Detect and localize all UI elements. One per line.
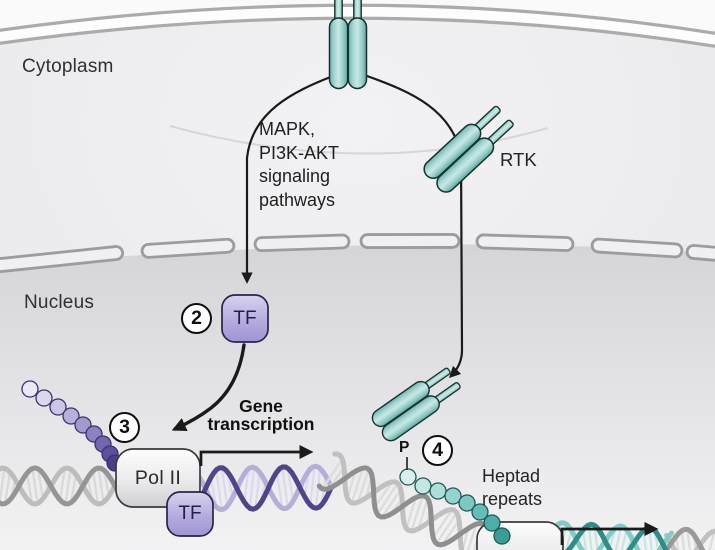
mapk-pathway-arrow [241,74,334,284]
envelope-segment [140,237,236,259]
dna-helix-transcribed-purple [193,463,334,513]
step-3-badge: 3 [109,412,140,443]
tf-bead-chain [21,380,124,472]
heptad-bead [471,503,489,521]
heptad-bead [399,468,417,486]
heptad-bead [458,494,476,512]
extracellular-region [0,0,715,34]
tf-box-bound [166,491,214,537]
envelope-segment [0,245,125,276]
heptad-bead [493,527,511,545]
tf-bead [49,398,67,416]
tf-bead [21,380,39,398]
envelope-segment [359,233,461,249]
step-4-badge: 4 [422,435,453,466]
heptad-bead-chain [399,468,511,545]
gene-transcription-arrow [199,444,314,466]
dna-helices [0,451,715,550]
tf-box [221,294,269,343]
cell-membrane [0,3,715,48]
envelope-segment [253,233,351,253]
tf-to-polii-arrow [171,343,246,432]
dna-helix-gray-left [0,465,125,507]
nuclear-envelope [0,233,715,276]
envelope-segment [590,237,684,259]
heptad-transcription-arrow [560,521,659,545]
dna-helix-gray-diagonal [316,451,492,550]
heptad-bead [429,482,447,500]
envelope-segment [475,233,575,252]
cytoplasm-highlight-arc [169,125,549,155]
step-2-badge: 2 [181,303,212,334]
tf-bead [62,407,80,425]
heptad-bead [483,514,501,532]
tf-bead [35,389,53,407]
heptad-bead [444,487,462,505]
envelope-segment [685,244,715,263]
dna-helix-gray-end [663,526,715,550]
heptad-bead [414,477,432,495]
